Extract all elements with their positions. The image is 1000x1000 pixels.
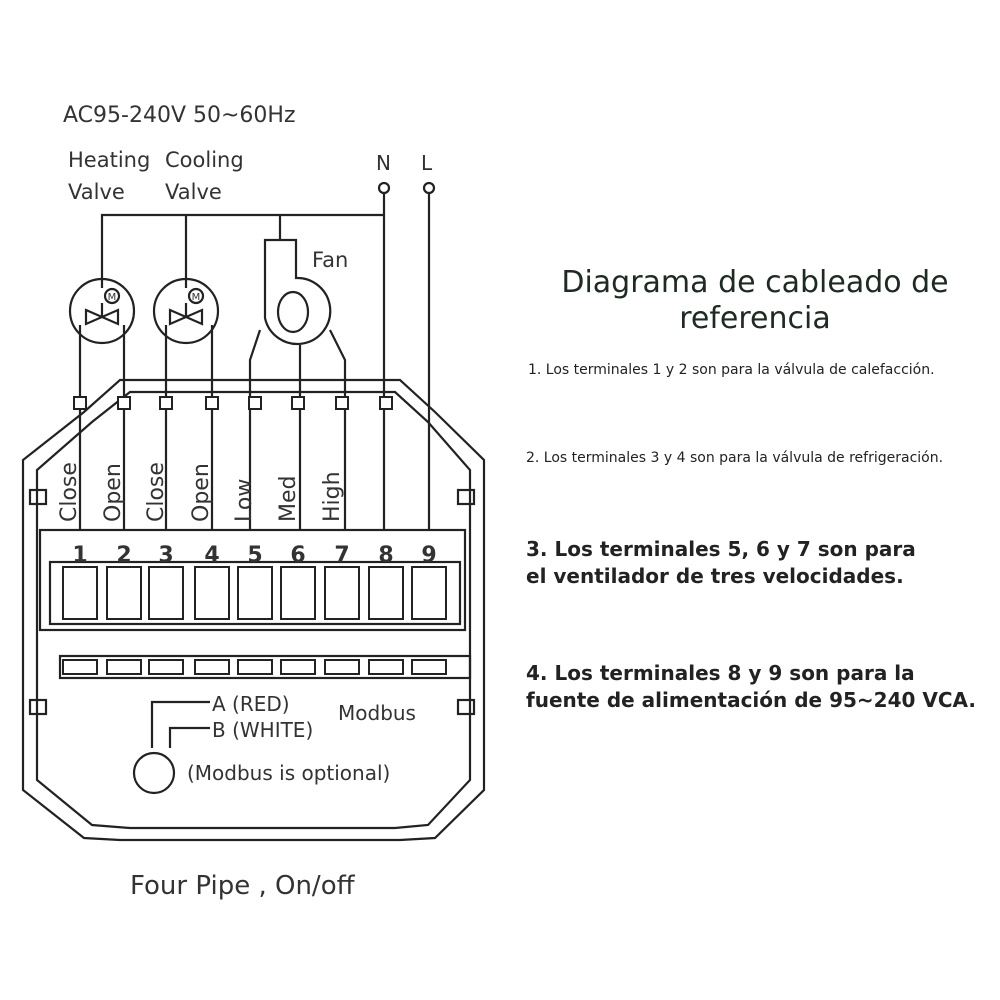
diagram-caption: Four Pipe , On/off [130,871,356,901]
note-4-line-1: 4. Los terminales 8 y 9 son para la [526,661,915,685]
terminal-lower-slot [368,659,404,675]
cooling-valve-icon [152,277,220,345]
live-label: L [421,151,433,175]
heating-valve-label: Heating [68,148,150,172]
note-1: 1. Los terminales 1 y 2 son para la válv… [528,362,935,378]
terminal-screw [148,566,184,620]
terminal-number: 2 [116,543,131,568]
panel-title-line-2: referencia [679,301,831,336]
terminal-top-slot [73,396,87,410]
terminal-function-labels: Close Open Close Open Low Med High [57,462,345,522]
modbus-label: Modbus [338,701,416,725]
fan-label: Fan [312,248,348,272]
terminal-number: 3 [158,543,173,568]
terminal-function-label: Open [189,463,214,522]
terminal-top-slot [291,396,305,410]
terminal-number: 5 [247,543,262,568]
valve-motor-label: M [192,292,201,303]
modbus-connector-icon [132,751,176,795]
terminal-top-slot [117,396,131,410]
live-post-icon [422,181,436,195]
terminal-number: 1 [72,543,87,568]
modbus-b-label: B (WHITE) [212,718,313,742]
terminal-function-label: Close [144,462,169,522]
note-3-line-2: el ventilador de tres velocidades. [526,564,904,588]
neutral-post-icon [377,181,391,195]
terminal-number: 9 [421,543,436,568]
thermostat-housing [21,378,486,842]
cooling-valve-label: Cooling [165,148,244,172]
terminal-screw [324,566,360,620]
terminal-function-label: Open [101,463,126,522]
supply-label: AC95-240V 50~60Hz [63,103,296,128]
terminal-number: 4 [204,543,219,568]
neutral-label: N [376,151,391,175]
terminal-screw [237,566,273,620]
terminal-lower-slot [106,659,142,675]
modbus-a-label: A (RED) [212,692,290,716]
terminal-lower-slot [237,659,273,675]
terminal-number: 8 [378,543,393,568]
terminal-number: 6 [290,543,305,568]
valve-motor-label: M [108,292,117,303]
panel-title-line-1: Diagrama de cableado de [561,265,949,300]
terminal-screw [194,566,230,620]
terminal-block [38,528,472,680]
terminal-top-slot [379,396,393,410]
terminal-number: 7 [334,543,349,568]
terminal-lower-slot [62,659,98,675]
note-4-line-2: fuente de alimentación de 95~240 VCA. [526,688,976,712]
terminal-lower-slot [194,659,230,675]
terminal-screw [62,566,98,620]
terminal-lower-slot [280,659,316,675]
note-2: 2. Los terminales 3 y 4 son para la válv… [526,450,944,466]
terminal-screw [280,566,316,620]
terminal-function-label: High [320,471,345,522]
terminal-top-slot [335,396,349,410]
terminal-function-label: Low [232,479,257,522]
terminal-screw [106,566,142,620]
terminal-function-label: Med [276,476,301,522]
fan-icon [263,238,332,346]
terminal-lower-slot [411,659,447,675]
terminal-screw [368,566,404,620]
terminal-function-label: Close [57,462,82,522]
info-panel: Diagrama de cableado de referencia [520,265,990,361]
heating-valve-icon [68,277,136,345]
terminal-top-slot [159,396,173,410]
panel-title: Diagrama de cableado de referencia [520,265,990,337]
terminal-numbers: 1 2 3 4 5 6 7 8 9 [72,543,436,568]
terminal-lower-slot [148,659,184,675]
terminal-lower-slot [324,659,360,675]
terminal-top-slot [205,396,219,410]
note-3-line-1: 3. Los terminales 5, 6 y 7 son para [526,537,916,561]
terminal-top-slot [248,396,262,410]
terminal-screw [411,566,447,620]
heating-valve-label-2: Valve [68,180,125,204]
modbus-optional-label: (Modbus is optional) [187,761,390,785]
terminal-slots [62,396,447,675]
cooling-valve-label-2: Valve [165,180,222,204]
